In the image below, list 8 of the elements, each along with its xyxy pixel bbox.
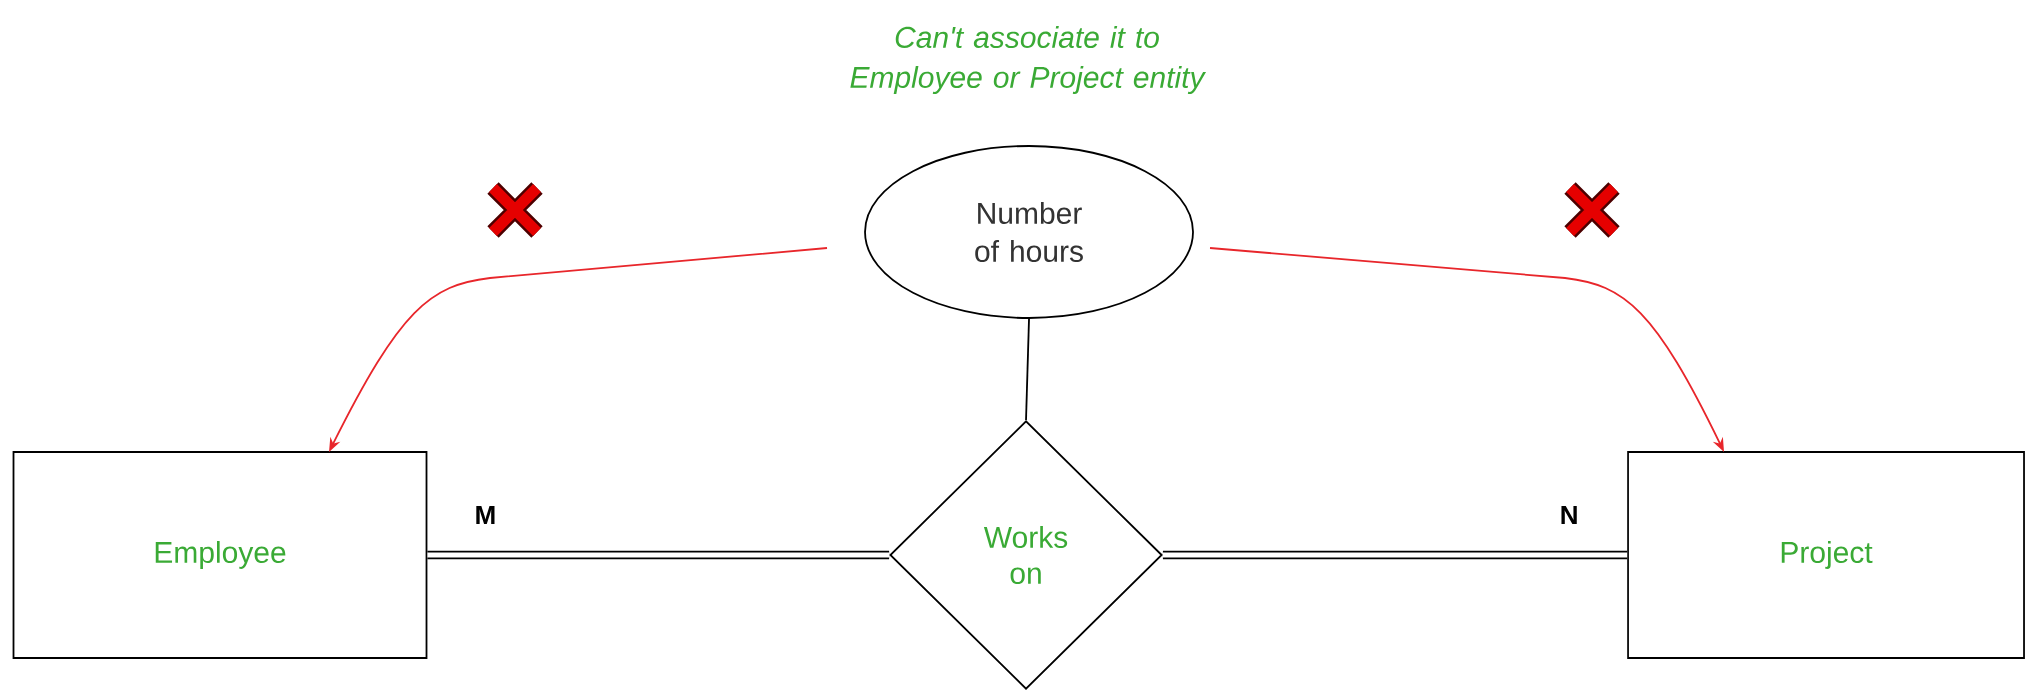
entity-box: Employee — [12, 451, 428, 659]
connector-line — [1025, 318, 1030, 421]
connector-line — [1162, 550, 1628, 560]
entity-box: Project — [1627, 451, 2025, 659]
connector-line — [427, 550, 890, 560]
cardinality-label: N — [1561, 506, 1577, 524]
cardinality-label: M — [476, 506, 495, 524]
note-text: Can't associate it to Employee or Project entity — [850, 26, 1207, 94]
